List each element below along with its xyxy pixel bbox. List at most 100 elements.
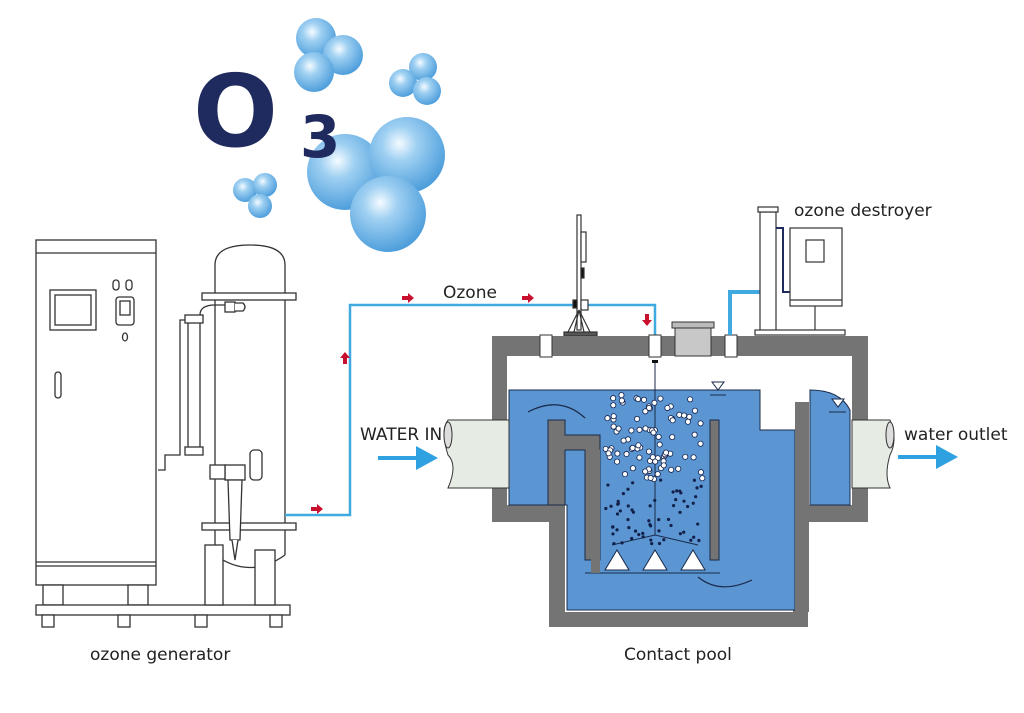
gas-bubble: [664, 404, 671, 411]
flow-arrows: [311, 293, 652, 514]
gas-bubble: [642, 468, 649, 475]
gas-bubble: [659, 478, 663, 482]
bubble: [233, 178, 257, 202]
gas-bubble: [614, 450, 621, 457]
bubble: [369, 117, 445, 193]
gas-bubble: [636, 454, 643, 461]
gas-bubble: [656, 441, 663, 448]
gas-bubble: [675, 489, 679, 493]
gas-bubble: [627, 526, 631, 530]
gas-bubble: [678, 532, 682, 536]
gas-bubble: [642, 425, 649, 432]
gas-bubble: [691, 501, 695, 505]
gas-bubble: [651, 399, 658, 406]
gas-bubble: [696, 522, 700, 526]
gas-bubble: [697, 538, 701, 543]
gas-bubble: [621, 492, 625, 496]
gas-bubble: [622, 471, 629, 478]
gas-bubble: [691, 431, 698, 438]
ozone-pipe: [285, 303, 657, 517]
gas-bubble: [634, 415, 641, 422]
bubble: [294, 52, 334, 92]
gas-bubble: [648, 522, 652, 527]
arrow-down-icon: [642, 314, 652, 326]
gas-bubble: [657, 529, 661, 533]
gas-bubble: [678, 489, 682, 493]
gas-bubble: [660, 462, 667, 469]
gas-bubble: [692, 478, 697, 482]
gas-bubble: [605, 450, 612, 457]
gas-bubble: [626, 517, 630, 522]
gas-bubble: [671, 490, 675, 494]
gas-bubble: [610, 395, 617, 402]
gas-bubble: [630, 508, 634, 512]
water-arrows: [378, 445, 958, 470]
gas-bubble: [631, 481, 635, 485]
inlet-pipe: [443, 419, 510, 489]
gas-bubble: [686, 504, 690, 509]
gas-bubble: [676, 411, 683, 418]
gas-bubble: [697, 440, 704, 447]
gas-bubble: [641, 531, 645, 535]
gas-bubble: [675, 465, 682, 472]
gas-bubble: [641, 396, 648, 403]
gas-bubble: [697, 469, 704, 476]
gas-bubble: [687, 396, 694, 403]
arrow-right-icon: [402, 293, 414, 303]
gas-bubble: [618, 397, 625, 404]
gas-bubble: [637, 532, 641, 537]
gas-bubble: [653, 498, 657, 503]
gas-bubble: [618, 392, 625, 399]
gas-bubble: [647, 475, 654, 482]
gas-bubble: [645, 448, 652, 455]
gas-bubble: [682, 453, 689, 460]
bubble: [409, 53, 437, 81]
sensor-stand: [563, 214, 598, 337]
gas-bubble: [620, 437, 627, 444]
gas-bubble: [678, 510, 682, 514]
gas-bubble: [674, 498, 678, 502]
gas-bubble: [681, 412, 688, 419]
gas-bubble: [648, 504, 652, 508]
gas-bubble: [690, 454, 697, 461]
gas-bubble: [609, 504, 613, 508]
bubble: [413, 77, 441, 105]
gas-bubble: [682, 499, 686, 503]
gas-bubble: [663, 449, 670, 456]
gas-bubble: [629, 465, 636, 472]
gas-bubble: [657, 395, 664, 402]
gas-bubble: [647, 519, 651, 523]
label-water-in: WATER IN: [360, 425, 443, 445]
gas-bubble: [689, 538, 693, 542]
gas-bubble: [650, 429, 657, 436]
gas-bubble: [682, 530, 686, 534]
gas-bubble: [699, 484, 703, 488]
gas-bubble: [692, 407, 699, 414]
gas-bubble: [642, 408, 649, 415]
ozone-generator: [35, 239, 297, 628]
gas-bubble: [668, 466, 675, 473]
gas-bubble: [629, 444, 636, 451]
gas-bubble: [610, 413, 617, 420]
gas-bubble: [630, 536, 634, 541]
gas-bubble: [641, 535, 645, 539]
gas-bubble: [650, 541, 654, 546]
bubble: [389, 69, 417, 97]
gas-bubble: [649, 538, 653, 542]
gas-bubble: [611, 532, 615, 536]
arrow-right-icon: [522, 293, 534, 303]
gas-bubble: [654, 471, 661, 478]
ozone-destroyer: [728, 206, 846, 336]
gas-bubble: [666, 517, 671, 522]
gas-bubble: [626, 504, 630, 508]
gas-bubble: [669, 523, 673, 528]
gas-bubble: [671, 503, 676, 508]
gas-bubble: [694, 495, 698, 499]
gas-bubble: [669, 417, 676, 424]
gas-bubble: [692, 535, 696, 539]
gas-bubble: [610, 423, 617, 430]
gas-bubble: [612, 541, 616, 546]
bubble: [253, 173, 277, 197]
gas-bubble: [657, 541, 662, 546]
